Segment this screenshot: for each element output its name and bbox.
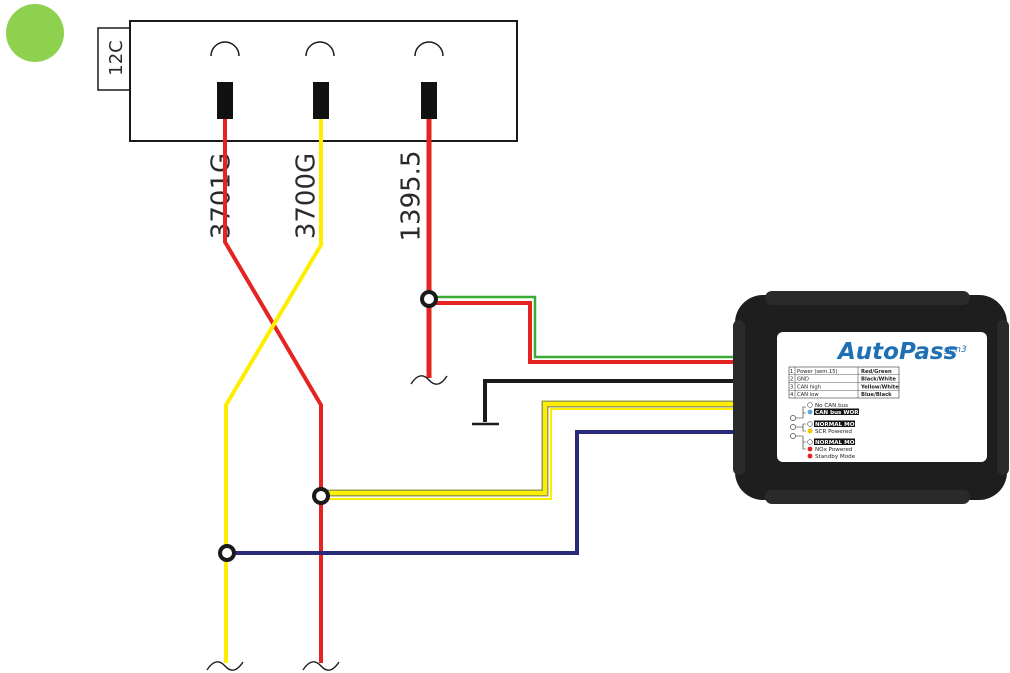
- pin-number: 4: [790, 392, 794, 398]
- brand-gen: gen3: [944, 345, 967, 355]
- wire-3700g-yellow: [224, 119, 323, 663]
- pin-left: [217, 82, 233, 119]
- led-text: NORMAL MODE: [815, 440, 863, 446]
- device-label-panel: [777, 332, 987, 462]
- led-indicator-icon: [790, 424, 796, 430]
- led-text: Standby Mode: [815, 454, 856, 460]
- led-text: NOx Powered: [815, 447, 853, 453]
- brand-logo: AutoPass: [836, 339, 957, 365]
- pin-color: Yellow/White: [860, 385, 899, 391]
- device-bumper-left: [733, 320, 745, 475]
- pin-right: [421, 82, 437, 119]
- wire-break-middle: [302, 661, 340, 671]
- pin-cap-right: [414, 41, 444, 57]
- led-bracket: [796, 423, 806, 432]
- led-bracket: [796, 406, 806, 419]
- pin-color: Red/Green: [861, 369, 892, 375]
- harness-can-high: [321, 402, 745, 495]
- pin-cap-middle: [305, 41, 335, 57]
- autopass-device: AutoPass gen3 1 Power (sem.15) Red/Green…: [733, 291, 1009, 504]
- device-bumper-bottom: [765, 490, 970, 504]
- connector-12c: 12C: [97, 20, 518, 142]
- pin-signal: Power (sem.15): [797, 369, 838, 375]
- wire-break-left: [206, 661, 244, 671]
- pin-cap-left: [210, 41, 240, 57]
- led-text: NORMAL MODE: [815, 422, 863, 428]
- pin-signal: CAN high: [797, 385, 821, 391]
- pin-signal: GND: [797, 377, 809, 383]
- harness-power-red: [429, 301, 745, 364]
- led-blue-icon: [807, 409, 813, 415]
- connector-tab: [97, 27, 130, 91]
- led-text-highlight: [814, 420, 855, 427]
- device-bumper-top: [765, 291, 970, 305]
- pin-middle: [313, 82, 329, 119]
- connector-body: [129, 20, 518, 142]
- led-indicator-icon: [790, 415, 796, 421]
- pin-signal: CAN low: [797, 392, 819, 398]
- harness-can-high-green: [321, 400, 745, 497]
- device-bumper-right: [997, 320, 1009, 475]
- led-off-icon: [807, 421, 813, 427]
- harness-ground: [483, 379, 745, 422]
- splice-can-high: [312, 487, 330, 505]
- connector-label: 12C: [106, 40, 127, 75]
- led-text-highlight: [814, 408, 859, 415]
- wire-label-3701g: 3701G: [207, 153, 237, 239]
- pin-table: 1 Power (sem.15) Red/Green 2 GND Black/W…: [788, 366, 900, 399]
- led-off-icon: [807, 439, 813, 445]
- led-bracket: [796, 435, 806, 450]
- led-text-highlight: [814, 438, 855, 445]
- wire-label-3700g: 3700G: [292, 153, 322, 239]
- harness-can-high-edge: [321, 408, 745, 500]
- harness-power-green: [429, 295, 745, 359]
- led-text: No CAN bus: [815, 403, 848, 409]
- status-dot: [6, 4, 64, 62]
- led-off-icon: [807, 402, 813, 408]
- pin-color: Blue/Black: [861, 392, 892, 398]
- wire-break-right: [410, 375, 448, 385]
- splice-can-low: [218, 544, 236, 562]
- led-text: SCR Powered: [815, 429, 852, 435]
- pin-number: 3: [790, 385, 793, 391]
- splice-power: [420, 290, 438, 308]
- led-indicator-icon: [790, 433, 796, 439]
- led-legend: No CAN bus CAN bus WORKS NORMAL MODE SCR…: [790, 402, 867, 460]
- harness-can-low: [226, 430, 745, 555]
- led-text: CAN bus WORKS: [815, 410, 867, 416]
- pin-number: 2: [790, 377, 793, 383]
- led-red-icon: [807, 446, 813, 452]
- led-red-icon: [807, 453, 813, 459]
- pin-number: 1: [790, 369, 793, 375]
- led-yellow-icon: [807, 428, 813, 434]
- pin-color: Black/White: [861, 377, 896, 383]
- wire-label-1395-5: 1395.5: [397, 151, 427, 242]
